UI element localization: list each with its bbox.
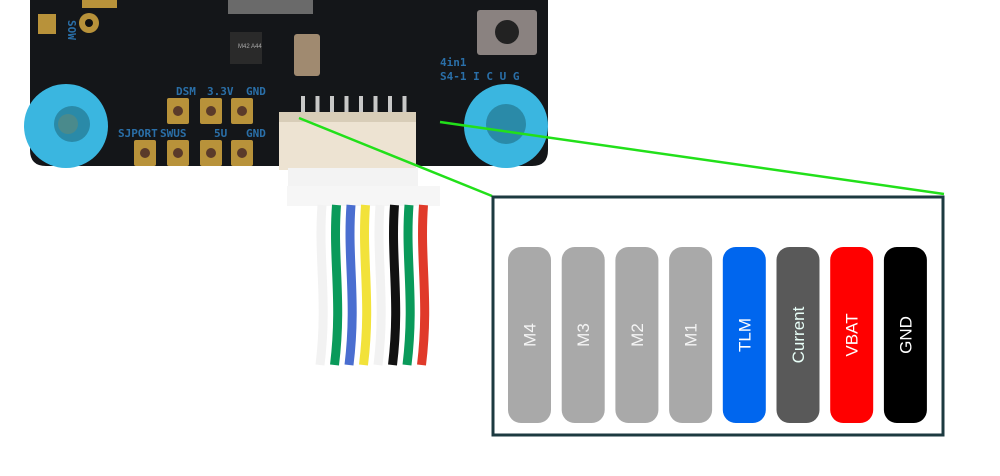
wire (330, 204, 343, 366)
connector-pin (402, 96, 407, 114)
pin-m4: M4 (508, 247, 551, 423)
pin-label: M1 (682, 323, 701, 347)
connector-pin (315, 96, 320, 114)
board-marking-2: S4-1 I C U G (440, 70, 520, 83)
pin-gnd: GND (883, 247, 927, 423)
board-marking-1: 4in1 (440, 56, 467, 69)
connector-pin (330, 96, 334, 114)
pin-label: M2 (628, 323, 647, 347)
boot-button-cap[interactable] (495, 20, 519, 44)
pad-label-3v3: 3.3V (207, 85, 234, 98)
wire (402, 204, 415, 366)
pin-label: Current (789, 306, 808, 363)
flight-controller-board: M42 A44 SOW 4in1 S4-1 I C U G DSM 3.3V G… (24, 0, 548, 168)
capacitor (294, 34, 320, 76)
pin-bar (561, 247, 605, 423)
pad-label-sjport: SJPORT (118, 127, 158, 140)
connector-pin (373, 96, 378, 114)
connector-pin (301, 96, 305, 114)
pin-label: M4 (521, 323, 540, 347)
mounting-grommet-left (24, 84, 108, 168)
pin-bar (776, 247, 820, 423)
pin-bar (508, 247, 551, 423)
connector-pin (359, 96, 363, 114)
mounting-grommet-right (464, 84, 548, 168)
pin-label: GND (896, 316, 915, 354)
chip-pins (228, 0, 313, 14)
chip (230, 32, 262, 64)
side-label: SOW (65, 20, 78, 40)
wire (359, 204, 372, 366)
pin-bar (830, 247, 874, 423)
pin-tlm: TLM (722, 247, 766, 423)
wire (388, 204, 401, 366)
wire-harness (315, 204, 430, 366)
pin-bar (669, 247, 713, 423)
solder-pads (134, 98, 253, 166)
pin-vbat: VBAT (830, 247, 874, 423)
connector-pin (388, 96, 392, 114)
pad-label-gnd-top: GND (246, 85, 266, 98)
pin-label: M3 (574, 323, 593, 347)
pad-label-swus: SWUS (160, 127, 187, 140)
pad-label-dsm: DSM (176, 85, 196, 98)
pin-label: VBAT (843, 313, 862, 356)
connector-pin (344, 96, 349, 114)
pad-label-5u: 5U (214, 127, 228, 140)
wire (315, 204, 328, 366)
leader-line-left (298, 116, 493, 198)
pad (38, 14, 56, 34)
wire (373, 204, 386, 366)
wire (344, 204, 357, 366)
pin-m3: M3 (561, 247, 605, 423)
pinout-box (491, 195, 945, 437)
pin-bar (883, 247, 927, 423)
pad-label-gnd-bottom: GND (246, 127, 266, 140)
pinout-pins: M4 M3 M2 M1 TLM Current VBAT GND (508, 247, 927, 423)
pin-label: TLM (735, 318, 754, 352)
wire (417, 204, 430, 366)
pin-bar (722, 247, 766, 423)
pin-m2: M2 (615, 247, 659, 423)
leader-line-right (439, 120, 945, 196)
pad (82, 0, 117, 8)
pin-bar (615, 247, 659, 423)
jst-connector (279, 96, 440, 206)
chip-marking: M42 A44 (238, 44, 262, 50)
pin-current: Current (776, 247, 820, 423)
pin-m1: M1 (669, 247, 713, 423)
